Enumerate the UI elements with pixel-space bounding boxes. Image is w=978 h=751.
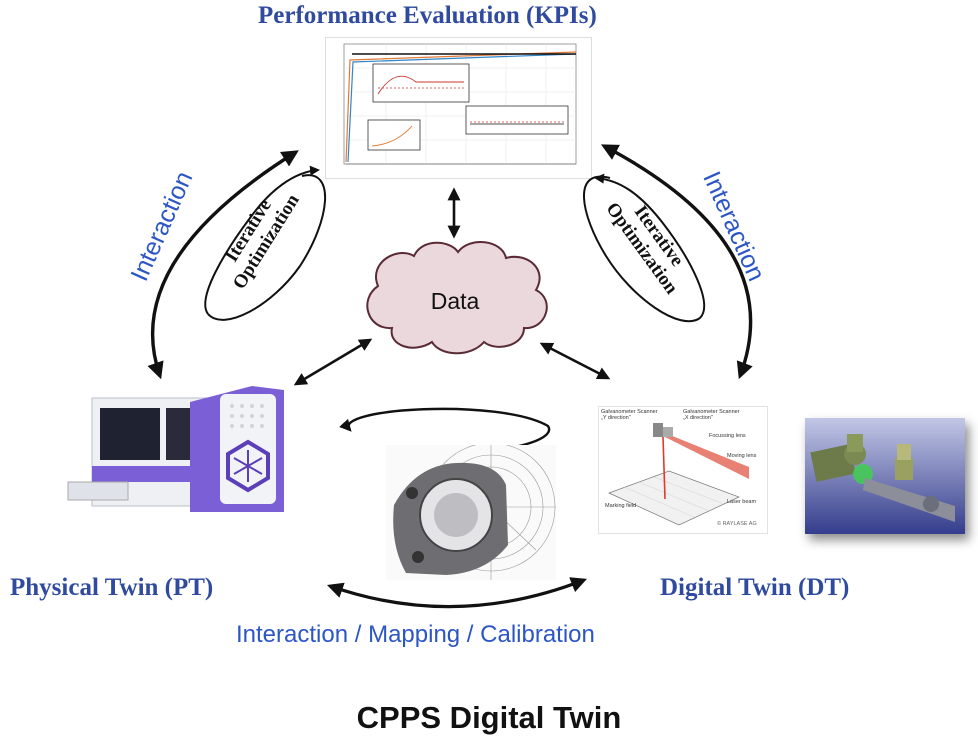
right-iteration-loop <box>583 173 706 323</box>
physical-machine-image <box>62 380 290 518</box>
data-cloud-label: Data <box>430 288 480 314</box>
dt-label-scanner-x: Galvanometer Scanner „X direction" <box>683 409 740 421</box>
dt-label-copyright: © RAYLASE AG <box>717 521 757 527</box>
kpi-title: Performance Evaluation (KPIs) <box>258 2 597 29</box>
cpps-digital-twin-title: CPPS Digital Twin <box>356 700 622 735</box>
mapping-calibration-label: Interaction / Mapping / Calibration <box>236 621 595 648</box>
left-iteration-loop <box>204 165 326 321</box>
dt-cad-image <box>805 418 965 534</box>
kpi-chart-image <box>325 37 592 179</box>
dt-label-focusing-lens: Focussing lens <box>709 433 746 439</box>
physical-twin-title: Physical Twin (PT) <box>10 574 214 601</box>
digital-twin-title: Digital Twin (DT) <box>660 574 850 601</box>
dt-label-marking-field: Marking field <box>605 503 637 509</box>
left-interaction-arrow <box>147 150 299 380</box>
dt-label-laser-beam: Laser beam <box>727 499 757 505</box>
data-cloud <box>366 240 548 355</box>
data-pt-arrow <box>293 338 373 386</box>
part-drawing-image <box>386 445 556 580</box>
dt-label-scanner-y: Galvanometer Scanner „Y direction" <box>601 409 658 421</box>
calibration-arrow <box>326 577 587 609</box>
data-dt-arrow <box>539 342 611 380</box>
right-interaction-arrow <box>600 144 753 380</box>
dt-schematic-image: Galvanometer Scanner „Y direction" Galva… <box>598 406 768 534</box>
dt-label-moving-lens: Moving lens <box>727 453 757 459</box>
